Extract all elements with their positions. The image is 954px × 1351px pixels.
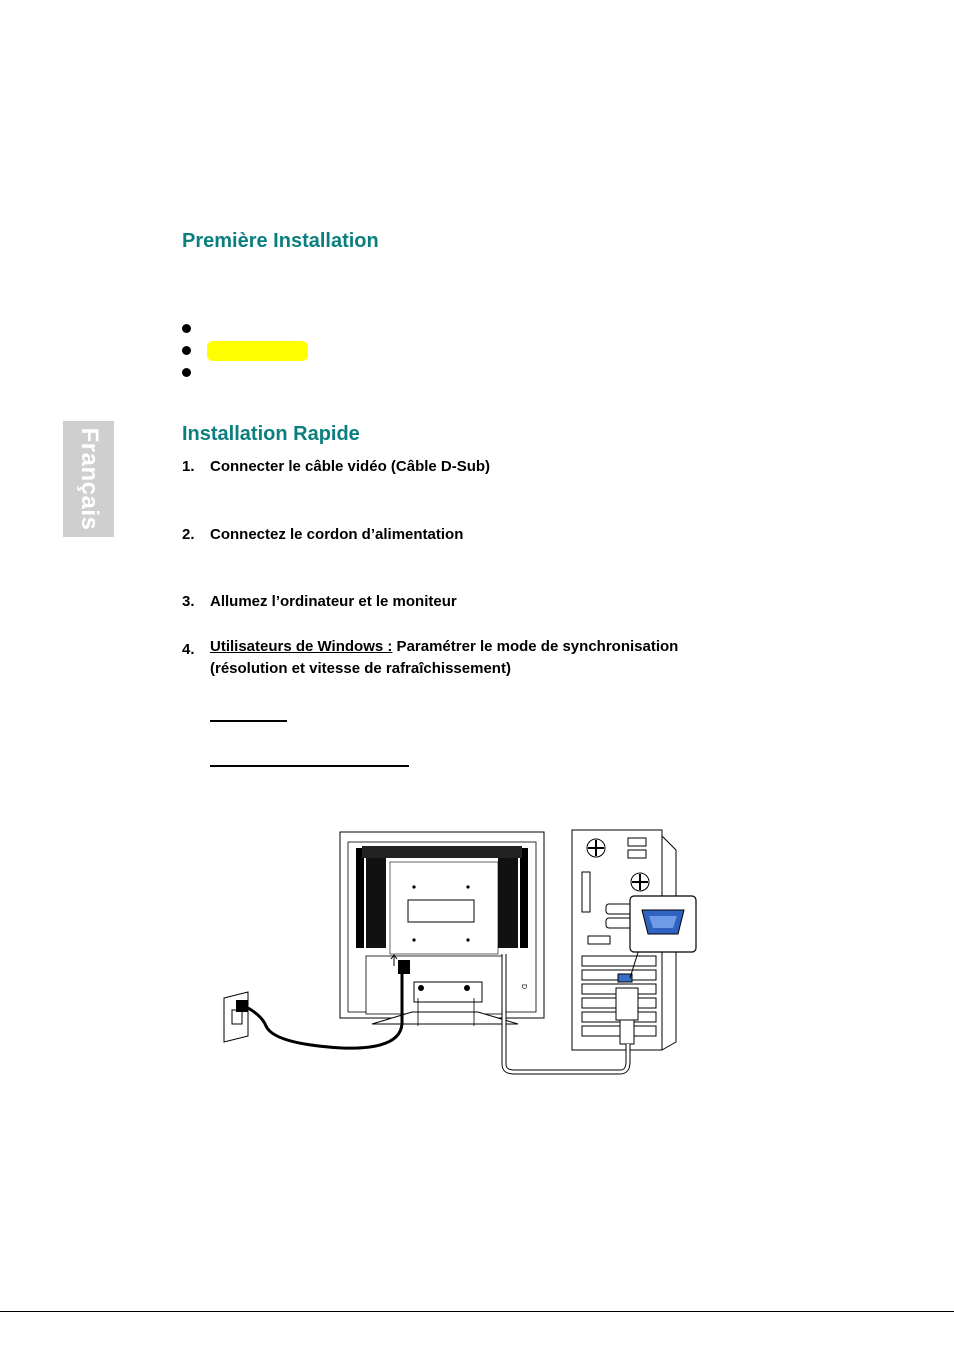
footer-rule — [0, 1311, 954, 1312]
bullet-2 — [182, 346, 191, 355]
step-3-text: Allumez l’ordinateur et le moniteur — [210, 593, 457, 610]
step-4-label: Utilisateurs de Windows : — [210, 638, 393, 655]
step-4-text: Paramétrer le mode de synchronisation — [392, 638, 679, 655]
underline-placeholder-1 — [210, 720, 287, 722]
step-4-line2: (résolution et vitesse de rafraîchisseme… — [210, 660, 511, 677]
language-tab: Français — [63, 421, 114, 537]
step-1: 1. Connecter le câble vidéo (Câble D-Sub) — [182, 458, 490, 475]
step-2: 2. Connectez le cordon d’alimentation — [182, 526, 463, 543]
heading-quick-install: Installation Rapide — [182, 423, 360, 445]
step-1-num: 1. — [182, 458, 195, 475]
underline-placeholder-2 — [210, 765, 409, 767]
svg-text:D: D — [520, 984, 527, 989]
highlight-mark — [207, 341, 308, 361]
step-2-text: Connectez le cordon d’alimentation — [210, 526, 464, 543]
heading-first-install: Première Installation — [182, 230, 379, 252]
step-4-num: 4. — [182, 641, 195, 658]
monitor-pc-connection-diagram-icon: D — [223, 829, 697, 1075]
connection-diagram: D — [222, 828, 702, 1083]
step-1-text: Connecter le câble vidéo (Câble D-Sub) — [210, 458, 491, 475]
bullet-3 — [182, 368, 191, 377]
step-3: 3. Allumez l’ordinateur et le moniteur — [182, 593, 457, 610]
step-4: 4. Utilisateurs de Windows : Paramétrer l… — [182, 638, 679, 658]
step-3-num: 3. — [182, 593, 195, 610]
step-2-num: 2. — [182, 526, 195, 543]
language-tab-label: Français — [75, 427, 103, 531]
bullet-1 — [182, 324, 191, 333]
